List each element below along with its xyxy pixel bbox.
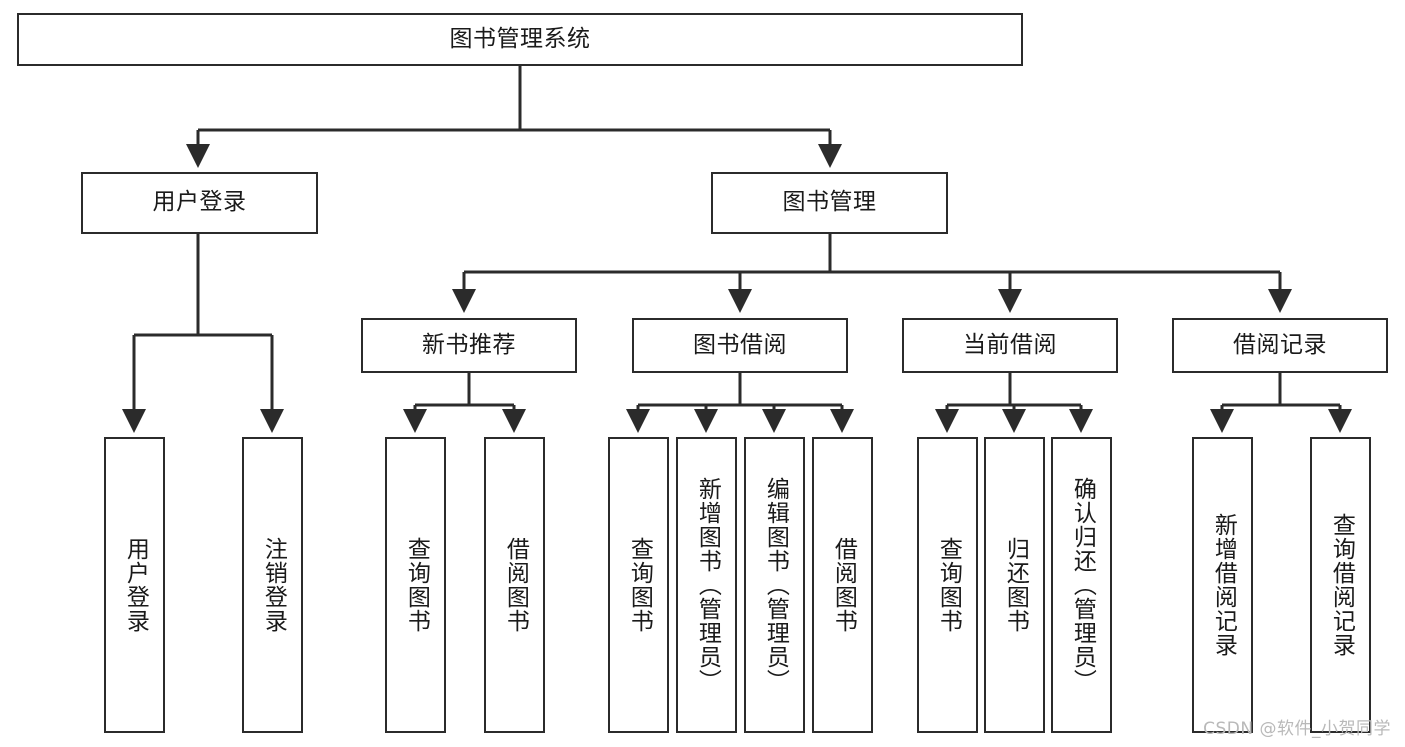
node-book-borrow[interactable]: 图书借阅 (632, 318, 848, 373)
leaf-book-borrow-add-book-admin[interactable]: 新增图书（管理员） (676, 437, 737, 733)
node-book-management[interactable]: 图书管理 (711, 172, 948, 234)
leaf-user-login-login[interactable]: 用户登录 (104, 437, 165, 733)
leaf-book-borrow-query-book[interactable]: 查询图书 (608, 437, 669, 733)
leaf-label: 查询图书 (403, 537, 430, 633)
node-new-book-recommend[interactable]: 新书推荐 (361, 318, 577, 373)
leaf-current-borrow-query-book[interactable]: 查询图书 (917, 437, 978, 733)
node-user-login[interactable]: 用户登录 (81, 172, 318, 234)
leaf-label: 查询图书 (935, 537, 962, 633)
leaf-label: 查询借阅记录 (1328, 513, 1355, 657)
leaf-book-borrow-borrow-book[interactable]: 借阅图书 (812, 437, 873, 733)
leaf-label: 查询图书 (626, 537, 653, 633)
csdn-watermark: CSDN @软件_小贺同学 (1203, 719, 1391, 739)
leaf-label: 注销登录 (260, 537, 287, 633)
leaf-current-borrow-confirm-return-admin[interactable]: 确认归还（管理员） (1051, 437, 1112, 733)
leaf-new-book-query-book[interactable]: 查询图书 (385, 437, 446, 733)
node-current-borrow[interactable]: 当前借阅 (902, 318, 1118, 373)
leaf-label: 新增借阅记录 (1210, 513, 1237, 657)
leaf-borrow-record-query-record[interactable]: 查询借阅记录 (1310, 437, 1371, 733)
leaf-label: 用户登录 (122, 537, 149, 633)
leaf-label: 借阅图书 (502, 537, 529, 633)
leaf-user-login-logout[interactable]: 注销登录 (242, 437, 303, 733)
leaf-new-book-borrow-book[interactable]: 借阅图书 (484, 437, 545, 733)
leaf-label: 编辑图书（管理员） (762, 477, 789, 693)
node-borrow-record[interactable]: 借阅记录 (1172, 318, 1388, 373)
leaf-book-borrow-edit-book-admin[interactable]: 编辑图书（管理员） (744, 437, 805, 733)
node-root-book-management-system[interactable]: 图书管理系统 (17, 13, 1023, 66)
leaf-label: 新增图书（管理员） (694, 477, 721, 693)
leaf-current-borrow-return-book[interactable]: 归还图书 (984, 437, 1045, 733)
leaf-label: 确认归还（管理员） (1069, 477, 1096, 693)
leaf-label: 借阅图书 (830, 537, 857, 633)
leaf-borrow-record-add-record[interactable]: 新增借阅记录 (1192, 437, 1253, 733)
leaf-label: 归还图书 (1002, 537, 1029, 633)
